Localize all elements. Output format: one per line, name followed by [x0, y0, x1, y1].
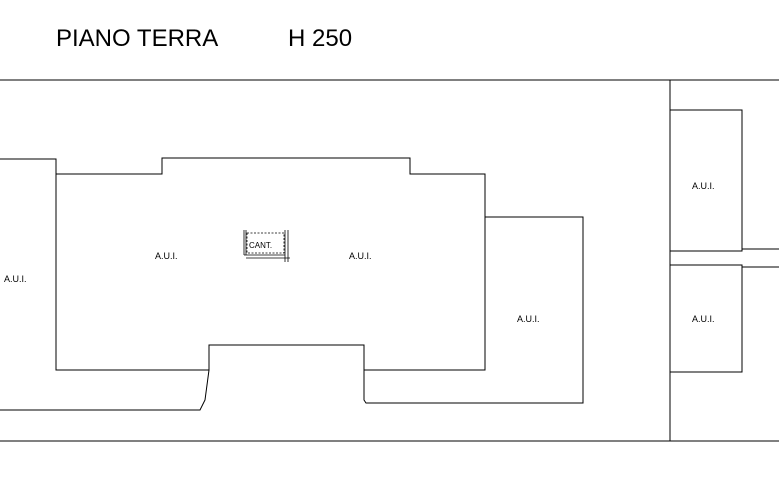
- room-label-main-left: A.U.I.: [155, 251, 178, 261]
- left-unit-outline: [0, 158, 57, 174]
- room-label-right-top: A.U.I.: [692, 181, 715, 191]
- right-top-unit-outline: [670, 109, 743, 252]
- cellar-label: CANT.: [249, 241, 272, 250]
- room-label-extension: A.U.I.: [517, 314, 540, 324]
- floor-title: PIANO TERRA: [56, 25, 218, 52]
- left-unit-bottom-outline: [0, 369, 210, 411]
- room-label-main-right: A.U.I.: [349, 251, 372, 261]
- main-building-outline: [55, 157, 486, 371]
- annex-outline: [363, 216, 584, 404]
- height-title: H 250: [288, 25, 352, 52]
- room-label-right-bottom: A.U.I.: [692, 314, 715, 324]
- room-label-left-edge: A.U.I.: [4, 274, 27, 284]
- cellar-symbol: [243, 230, 290, 262]
- right-bottom-unit-outline: [670, 264, 743, 373]
